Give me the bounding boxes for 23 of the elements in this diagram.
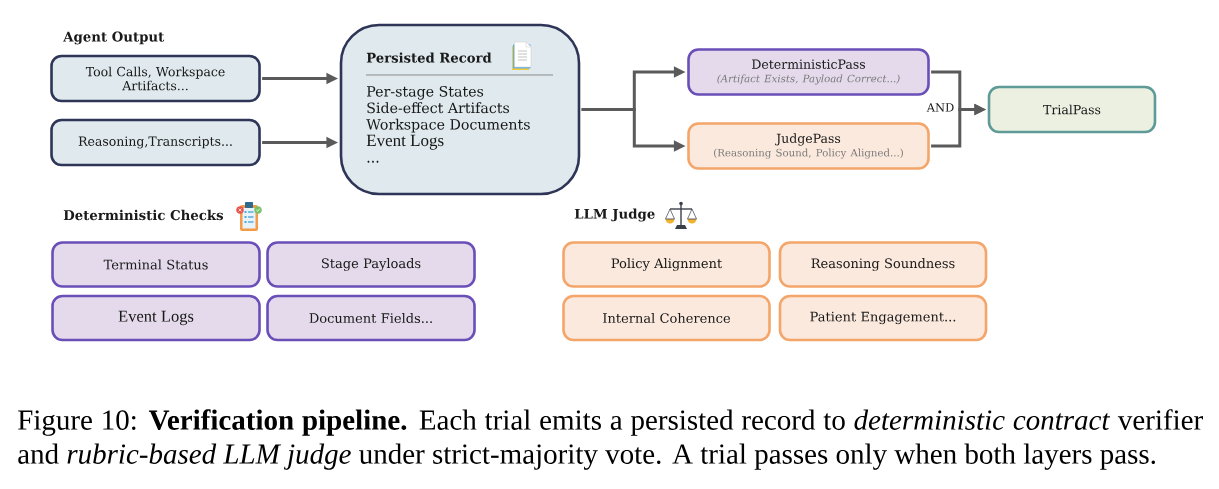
input-box: Reasoning,Transcripts... xyxy=(50,118,261,167)
check-box: Document Fields... xyxy=(266,294,476,342)
criterion-box: Patient Engagement... xyxy=(778,294,988,342)
criterion-box: Reasoning Soundness xyxy=(778,241,988,288)
criterion-box: Policy Alignment xyxy=(562,241,771,288)
result-box: TrialPass xyxy=(987,85,1157,134)
section-heading: Deterministic Checks xyxy=(63,209,224,221)
list-item: Per-stage States xyxy=(367,85,484,100)
check-box: Terminal Status xyxy=(51,241,261,288)
list-item: ... xyxy=(367,160,379,163)
criterion-box: Internal Coherence xyxy=(562,294,771,342)
section-heading: LLM Judge xyxy=(574,208,655,222)
input-box: Tool Calls, Workspace Artifacts... xyxy=(50,54,261,103)
check-box: Event Logs xyxy=(51,294,261,342)
operator-label: AND xyxy=(926,103,954,112)
pass-box: JudgePass (Reasoning Sound, Policy Aligned...) xyxy=(687,122,930,170)
list-item: Side-effect Artifacts xyxy=(367,102,510,114)
pass-box: DeterministicPass (Artifact Exists, Payload Correct...) xyxy=(687,48,930,96)
panel-heading: Persisted Record xyxy=(366,52,492,63)
figure-caption: Figure 10: Verification pipeline. Each trial emits a persisted record to deterministic contract verifier and rubric-based LLM judge under strict-majority vote. A trial passes only when both layers pass. xyxy=(18,409,1203,470)
check-box: Stage Payloads xyxy=(266,241,476,288)
list-item: Event Logs xyxy=(366,134,444,150)
list-item: Workspace Documents xyxy=(366,118,530,133)
